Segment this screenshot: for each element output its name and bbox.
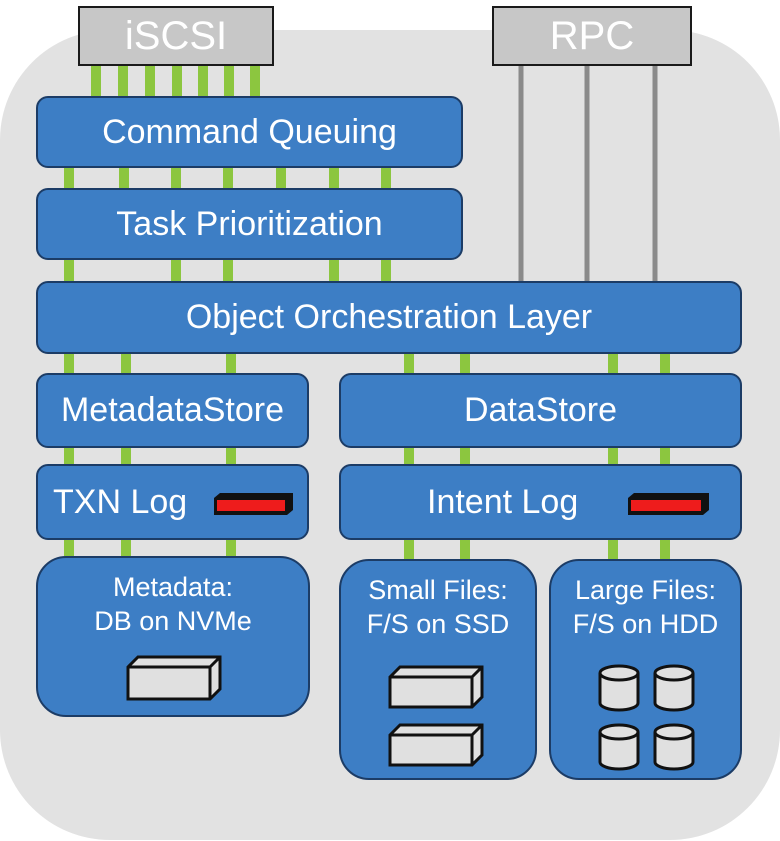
hdd-cylinder-icon xyxy=(598,664,640,712)
object-orchestration-label: Object Orchestration Layer xyxy=(185,298,593,336)
hdd-cylinder-icon xyxy=(653,664,695,712)
small-files-ssd-store: Small Files: F/S on SSD xyxy=(339,559,537,780)
rpc-port: RPC xyxy=(492,6,692,66)
data-store-label: DataStore xyxy=(463,391,618,429)
ssd-drive-icon xyxy=(388,665,484,709)
large-files-title: Large Files: xyxy=(574,575,717,605)
command-queuing-label: Command Queuing xyxy=(102,112,397,151)
metadata-store-label: MetadataStore xyxy=(60,391,285,429)
hdd-cylinder-icon xyxy=(653,723,695,771)
rpc-port-label: RPC xyxy=(549,13,635,58)
object-orchestration-layer: Object Orchestration Layer xyxy=(36,281,742,354)
log-buffer-icon xyxy=(628,493,709,515)
metadata-store-subtitle: DB on NVMe xyxy=(94,606,252,636)
hdd-cylinder-icon xyxy=(598,723,640,771)
txn-log-label: TXN Log xyxy=(53,483,188,521)
task-prioritization-layer: Task Prioritization xyxy=(36,188,463,260)
large-files-subtitle: F/S on HDD xyxy=(572,609,719,639)
iscsi-port-label: iSCSI xyxy=(124,13,228,58)
small-files-subtitle: F/S on SSD xyxy=(366,609,510,639)
metadata-store-title: Metadata: xyxy=(112,572,234,602)
metadata-db-nvme-store: Metadata: DB on NVMe xyxy=(36,556,310,717)
command-queuing-layer: Command Queuing xyxy=(36,96,463,168)
large-files-hdd-store: Large Files: F/S on HDD xyxy=(549,559,742,780)
task-prioritization-label: Task Prioritization xyxy=(116,204,383,243)
data-store-layer: DataStore xyxy=(339,373,742,448)
metadata-store-layer: MetadataStore xyxy=(36,373,309,448)
txn-log-layer: TXN Log xyxy=(36,464,309,540)
iscsi-port: iSCSI xyxy=(78,6,274,66)
log-buffer-icon xyxy=(214,493,293,515)
intent-log-label: Intent Log xyxy=(427,483,579,521)
small-files-title: Small Files: xyxy=(368,575,508,605)
intent-log-layer: Intent Log xyxy=(339,464,742,540)
ssd-drive-icon xyxy=(388,723,484,767)
nvme-drive-icon xyxy=(126,655,222,701)
